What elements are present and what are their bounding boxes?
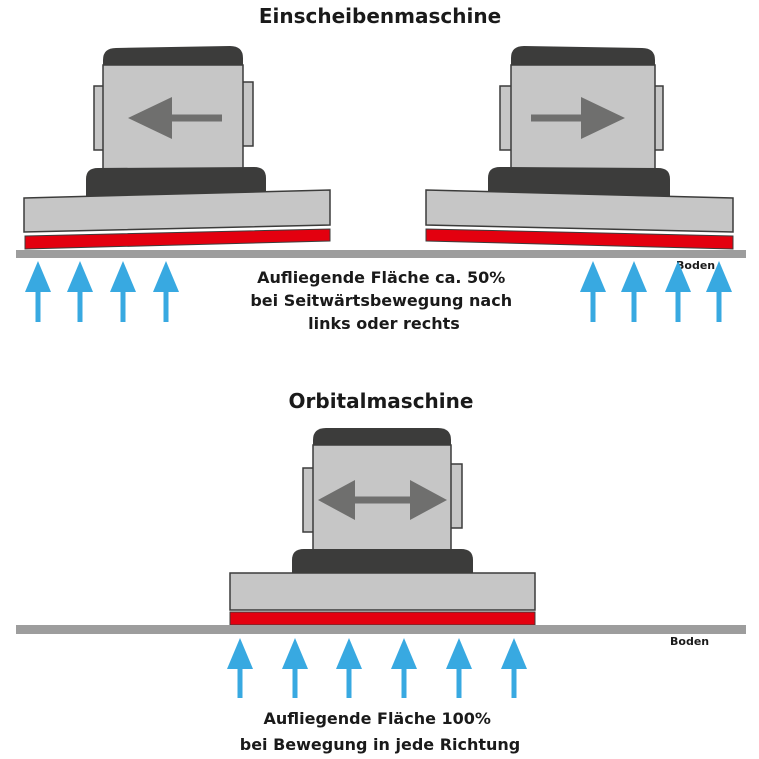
support-arrows-left <box>25 261 179 322</box>
support-arrow-icon <box>391 638 417 698</box>
support-arrows-right <box>580 261 732 322</box>
title-einscheibenmaschine: Einscheibenmaschine <box>259 4 501 28</box>
motor-cap <box>313 428 451 446</box>
single-disc-machine-left <box>23 46 331 250</box>
support-arrow-icon <box>67 261 93 322</box>
motor-cap <box>103 46 243 66</box>
side-handle <box>449 463 463 529</box>
single-disc-machine-right <box>425 46 734 250</box>
support-arrow-icon <box>580 261 606 322</box>
drive-plate <box>23 189 331 233</box>
floor-label: Boden <box>676 259 715 272</box>
support-arrow-icon <box>227 638 253 698</box>
caption-line: bei Bewegung in jede Richtung <box>240 735 521 754</box>
pad-red <box>425 228 734 250</box>
machine-base <box>86 167 266 196</box>
caption-einscheibenmaschine: Aufliegende Fläche ca. 50% bei Seitwärts… <box>250 268 517 333</box>
support-arrow-icon <box>501 638 527 698</box>
caption-line: Aufliegende Fläche ca. 50% <box>257 268 505 287</box>
support-arrow-icon <box>665 261 691 322</box>
caption-line: bei Seitwärtsbewegung nach <box>250 291 512 310</box>
support-arrow-icon <box>153 261 179 322</box>
left-arrow-icon <box>128 97 222 139</box>
support-arrow-icon <box>282 638 308 698</box>
orbital-machine <box>229 428 536 626</box>
double-arrow-icon <box>318 480 447 520</box>
machine-base <box>488 167 670 196</box>
support-arrow-icon <box>621 261 647 322</box>
support-arrow-icon <box>336 638 362 698</box>
title-orbitalmaschine: Orbitalmaschine <box>289 389 474 413</box>
caption-orbitalmaschine: Aufliegende Fläche 100% bei Bewegung in … <box>240 709 521 754</box>
drive-plate <box>229 572 536 611</box>
floor-line <box>16 250 746 258</box>
side-handle <box>499 85 513 151</box>
pad-red <box>229 611 536 626</box>
pad-red <box>24 228 331 250</box>
right-arrow-icon <box>531 97 625 139</box>
caption-line: Aufliegende Fläche 100% <box>263 709 490 728</box>
support-arrow-icon <box>706 261 732 322</box>
support-arrows-full <box>227 638 527 698</box>
support-arrow-icon <box>446 638 472 698</box>
support-arrow-icon <box>25 261 51 322</box>
motor-cap <box>511 46 655 66</box>
floor-label: Boden <box>670 635 709 648</box>
caption-line: links oder rechts <box>308 314 460 333</box>
support-arrow-icon <box>110 261 136 322</box>
floor-line <box>16 625 746 634</box>
drive-plate <box>425 189 734 233</box>
machine-base <box>292 549 473 576</box>
